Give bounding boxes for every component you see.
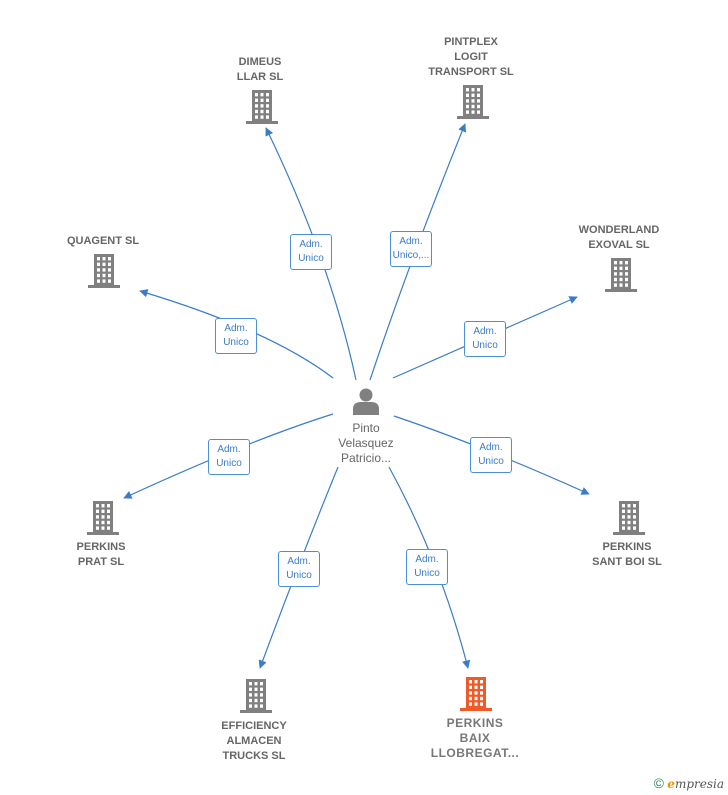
building-icon: [240, 679, 272, 713]
role-badge[interactable]: Adm.Unico: [464, 321, 506, 357]
role-badge[interactable]: Adm.Unico: [208, 439, 250, 475]
empresia-watermark: © empresia: [653, 775, 724, 791]
company-label[interactable]: QUAGENT SL: [66, 235, 140, 247]
role-badge[interactable]: Adm.Unico: [278, 551, 320, 587]
person-icon: [353, 388, 379, 415]
building-icon: [87, 501, 119, 535]
building-icon: [246, 90, 278, 124]
center-person-label[interactable]: Pinto Velasquez Patricio...: [338, 421, 394, 465]
building-icon: [613, 501, 645, 535]
building-icon: [457, 85, 489, 119]
role-badge[interactable]: Adm.Unico: [406, 549, 448, 585]
building-icon-highlight: [460, 677, 492, 711]
role-badge[interactable]: Adm.Unico: [470, 437, 512, 473]
role-badge[interactable]: Adm.Unico: [290, 234, 332, 270]
building-icon: [88, 254, 120, 288]
building-icon: [605, 258, 637, 292]
role-badge[interactable]: Adm.Unico: [215, 318, 257, 354]
role-badge[interactable]: Adm.Unico,...: [390, 231, 432, 267]
